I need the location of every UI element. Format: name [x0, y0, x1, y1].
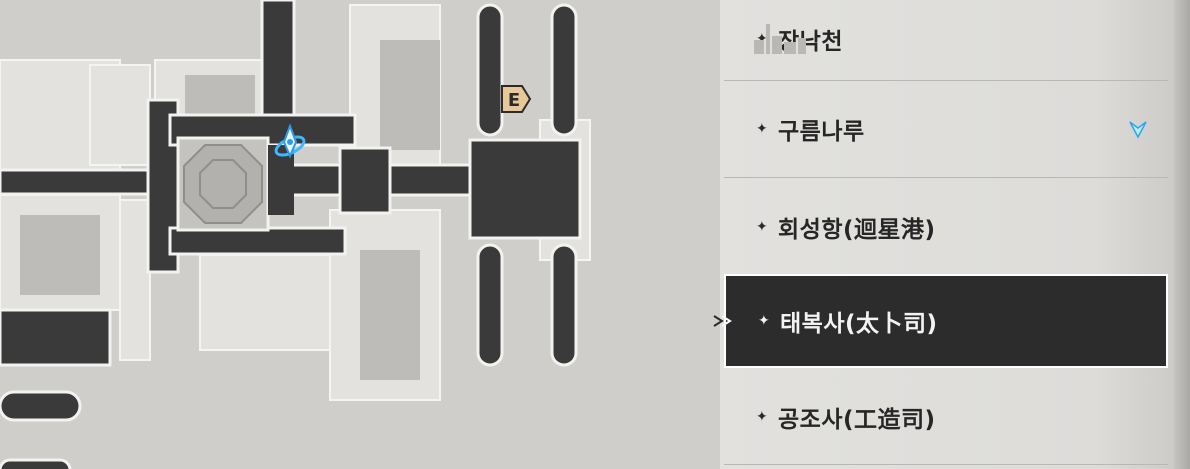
exit-marker-icon[interactable]: E — [498, 82, 532, 116]
map-corridor — [468, 138, 582, 240]
map-corridor — [260, 0, 296, 132]
exit-marker-letter: E — [508, 90, 520, 111]
map-building — [199, 254, 331, 351]
teleport-waypoint-icon[interactable] — [272, 122, 308, 162]
checkmark-icon — [1129, 121, 1147, 139]
map-structure — [360, 250, 420, 380]
nav-item-taebogsa[interactable]: ✦ 태복사(太卜司) — [713, 274, 1168, 368]
star-icon: ✦ — [758, 313, 770, 329]
map-corridor — [338, 146, 392, 215]
star-icon: ✦ — [756, 219, 768, 235]
nav-item-label: 공조사(工造司) — [778, 407, 936, 433]
nav-item-hoeseonghang[interactable]: ✦ 회성항(迴星港) — [724, 180, 1168, 274]
map-corridor — [0, 458, 72, 469]
map-corridor — [476, 243, 504, 367]
map-corridor — [550, 3, 578, 137]
star-icon: ✦ — [756, 31, 768, 47]
map-structure — [380, 40, 440, 150]
skyline-icon — [754, 24, 806, 54]
nav-item-label: 회성항(迴星港) — [778, 217, 936, 243]
map-corridor — [0, 390, 82, 422]
octagon-room — [176, 136, 270, 232]
nav-item-label: 구름나루 — [778, 119, 865, 145]
map-canvas — [0, 0, 591, 469]
map-structure — [20, 215, 100, 295]
divider — [724, 464, 1168, 465]
selection-pointer-icon — [713, 315, 732, 327]
panel-scroll-edge — [1174, 0, 1190, 469]
nav-item-gongjosa[interactable]: ✦ 공조사(工造司) — [724, 370, 1168, 464]
star-icon: ✦ — [756, 409, 768, 425]
nav-item-label: 태복사(太卜司) — [780, 311, 938, 337]
map-corridor — [0, 168, 162, 196]
nav-item-gureumnaru[interactable]: ✦ 구름나루 — [724, 82, 1168, 176]
map-corridor — [550, 243, 578, 367]
map-corridor — [168, 226, 347, 256]
star-icon: ✦ — [756, 121, 768, 137]
area-map[interactable]: E — [0, 0, 720, 469]
nav-item-jangnakcheon[interactable]: ✦ 장낙천 — [724, 0, 1168, 86]
divider — [724, 80, 1168, 81]
map-structure — [185, 75, 255, 115]
location-panel: ✦ 장낙천 ✦ 구름나루 ✦ 회성항(迴星港) ✦ 태복사(太卜司) ✦ 공조사… — [713, 0, 1190, 469]
map-corridor — [0, 308, 112, 367]
divider — [724, 177, 1168, 178]
map-corridor — [476, 3, 504, 137]
map-building — [89, 64, 151, 166]
map-building — [119, 199, 151, 361]
